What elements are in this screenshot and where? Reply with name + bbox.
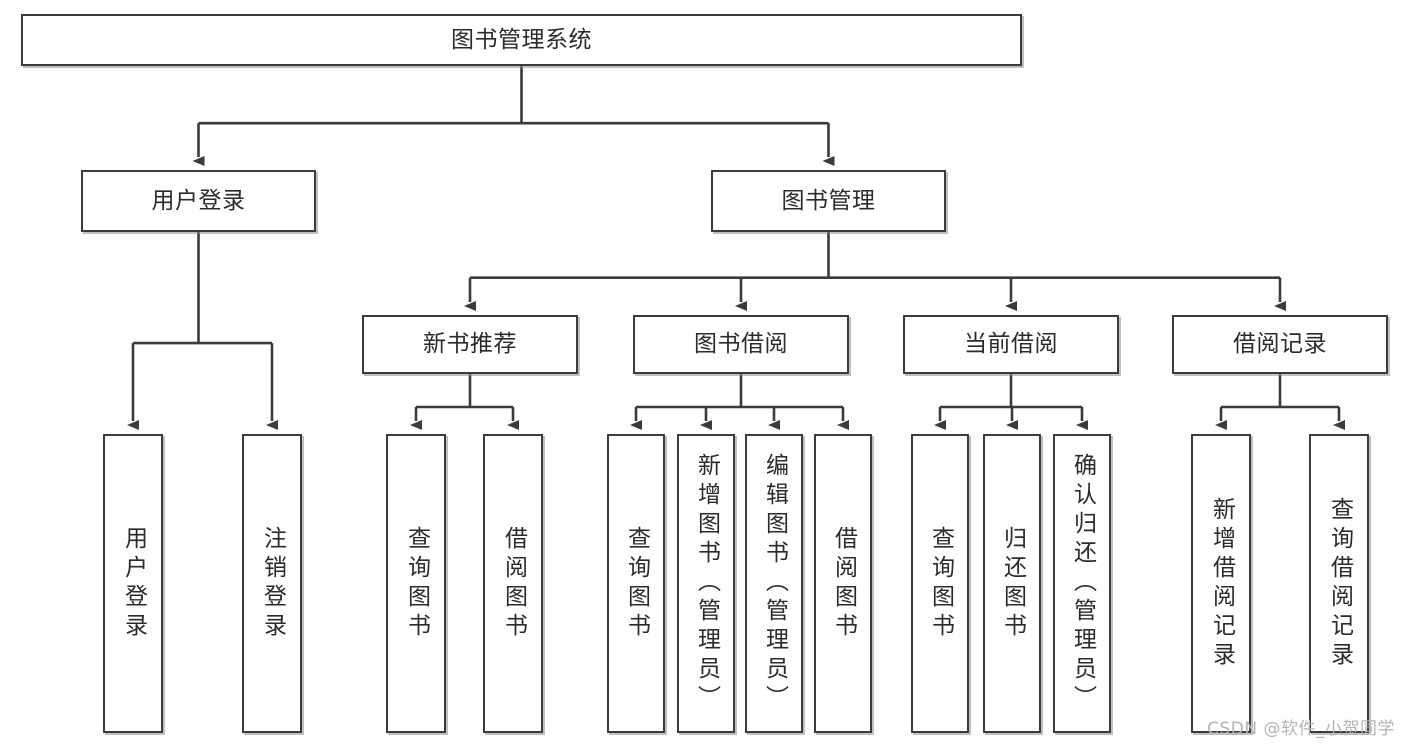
- csdn-watermark: CSDN @软件_小贺同学: [1207, 719, 1395, 739]
- node-label: 用户登录: [120, 525, 147, 642]
- node-leaf-query-borrow-record[interactable]: 查询借阅记录: [1309, 434, 1369, 733]
- node-label: 新增图书（管理员）: [693, 453, 720, 714]
- node-label: 用户登录: [151, 187, 246, 214]
- node-leaf-user-login[interactable]: 用户登录: [103, 434, 163, 733]
- node-leaf-edit-book-admin[interactable]: 编辑图书（管理员）: [745, 434, 803, 733]
- node-label: 确认归还（管理员）: [1069, 453, 1096, 714]
- node-label: 借阅图书: [500, 525, 527, 642]
- node-borrow-record[interactable]: 借阅记录: [1172, 315, 1388, 374]
- node-label: 借阅记录: [1233, 331, 1327, 358]
- node-label: 借阅图书: [830, 525, 857, 642]
- node-leaf-query-book-3[interactable]: 查询图书: [911, 434, 969, 733]
- node-label: 图书管理: [781, 187, 876, 214]
- node-label: 新增借阅记录: [1208, 496, 1235, 671]
- node-leaf-add-borrow-record[interactable]: 新增借阅记录: [1191, 434, 1251, 733]
- node-current-borrow[interactable]: 当前借阅: [903, 315, 1119, 374]
- node-label: 当前借阅: [964, 331, 1058, 358]
- node-label: 查询图书: [403, 525, 430, 642]
- node-label: 查询图书: [927, 525, 954, 642]
- node-book-borrow[interactable]: 图书借阅: [633, 315, 849, 374]
- node-leaf-add-book-admin[interactable]: 新增图书（管理员）: [677, 434, 735, 733]
- node-root[interactable]: 图书管理系统: [21, 14, 1022, 66]
- node-label: 查询借阅记录: [1326, 496, 1353, 671]
- node-label: 查询图书: [623, 525, 650, 642]
- node-label: 归还图书: [999, 525, 1026, 642]
- node-leaf-query-book-2[interactable]: 查询图书: [607, 434, 665, 733]
- node-leaf-confirm-return-admin[interactable]: 确认归还（管理员）: [1053, 434, 1111, 733]
- node-new-book-recommend[interactable]: 新书推荐: [362, 315, 578, 374]
- node-label: 注销登录: [259, 525, 286, 642]
- node-leaf-query-book-1[interactable]: 查询图书: [386, 434, 446, 733]
- node-book-manage[interactable]: 图书管理: [711, 170, 946, 232]
- node-leaf-borrow-book-1[interactable]: 借阅图书: [483, 434, 543, 733]
- node-label: 编辑图书（管理员）: [761, 453, 788, 714]
- node-user-login[interactable]: 用户登录: [81, 170, 316, 232]
- node-label: 图书借阅: [694, 331, 788, 358]
- node-leaf-logout-login[interactable]: 注销登录: [242, 434, 302, 733]
- node-label: 新书推荐: [423, 331, 517, 358]
- node-leaf-return-book[interactable]: 归还图书: [983, 434, 1041, 733]
- node-label: 图书管理系统: [451, 26, 592, 53]
- node-leaf-borrow-book-2[interactable]: 借阅图书: [814, 434, 872, 733]
